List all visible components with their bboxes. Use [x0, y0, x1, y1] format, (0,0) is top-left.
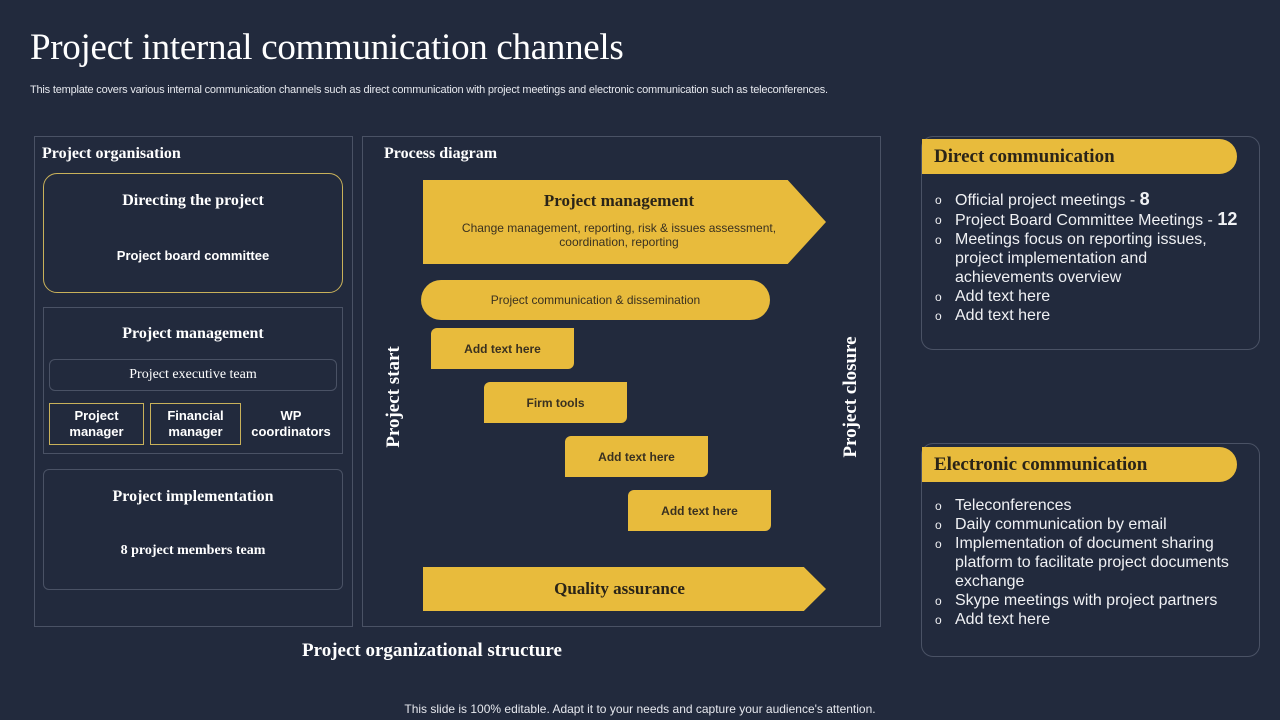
- organizational-structure-caption: Project organizational structure: [302, 640, 562, 661]
- project-implementation-box: Project implementation 8 project members…: [43, 469, 343, 590]
- bullet-icon: o: [935, 613, 942, 627]
- role-project-manager: Project manager: [49, 403, 144, 445]
- directing-project-box: Directing the project Project board comm…: [43, 173, 343, 293]
- bullet-icon: o: [935, 518, 942, 532]
- meeting-count: 12: [1217, 209, 1238, 229]
- project-management-title: Project management: [122, 325, 264, 342]
- project-management-arrow-subtitle: Change management, reporting, risk & iss…: [461, 221, 777, 249]
- footer-note: This slide is 100% editable. Adapt it to…: [404, 702, 876, 716]
- role-wp-coordinators: WP coordinators: [251, 408, 331, 439]
- electronic-communication-header: Electronic communication: [922, 447, 1237, 482]
- project-organisation-heading: Project organisation: [42, 145, 181, 162]
- bullet-icon: o: [935, 193, 942, 207]
- page-subtitle: This template covers various internal co…: [30, 84, 828, 96]
- process-step-firm-tools: Firm tools: [484, 382, 627, 423]
- role-financial-manager: Financial manager: [150, 403, 241, 445]
- bullet-icon: o: [935, 537, 942, 551]
- meeting-count: 8: [1139, 189, 1150, 209]
- quality-assurance-arrow: Quality assurance: [423, 567, 826, 611]
- process-step-1: Add text here: [431, 328, 574, 369]
- electronic-communication-card: [921, 443, 1260, 657]
- process-diagram-panel: [362, 136, 881, 627]
- directing-project-subtitle: Project board committee: [116, 248, 270, 263]
- bullet-icon: o: [935, 309, 942, 323]
- project-implementation-title: Project implementation: [112, 488, 274, 505]
- process-step-3: Add text here: [565, 436, 708, 477]
- project-management-box: Project management: [43, 307, 343, 454]
- bullet-icon: o: [935, 213, 942, 227]
- communication-dissemination-pill: Project communication & dissemination: [421, 280, 770, 320]
- project-closure-label: Project closure: [840, 336, 861, 458]
- direct-communication-card: [921, 136, 1260, 350]
- process-diagram-heading: Process diagram: [384, 145, 498, 162]
- direct-communication-header: Direct communication: [922, 139, 1237, 174]
- process-step-4: Add text here: [628, 490, 771, 531]
- project-executive-team-box: Project executive team: [49, 359, 337, 391]
- project-management-arrow: Project management Change management, re…: [423, 180, 826, 264]
- bullet-icon: o: [935, 290, 942, 304]
- project-organisation-panel: [34, 136, 353, 627]
- project-start-label: Project start: [383, 346, 404, 448]
- bullet-icon: o: [935, 233, 942, 247]
- directing-project-title: Directing the project: [122, 192, 264, 209]
- bullet-icon: o: [935, 594, 942, 608]
- bullet-icon: o: [935, 499, 942, 513]
- project-management-arrow-title: Project management: [543, 191, 695, 210]
- page-title: Project internal communication channels: [30, 27, 624, 68]
- project-implementation-subtitle: 8 project members team: [120, 543, 266, 558]
